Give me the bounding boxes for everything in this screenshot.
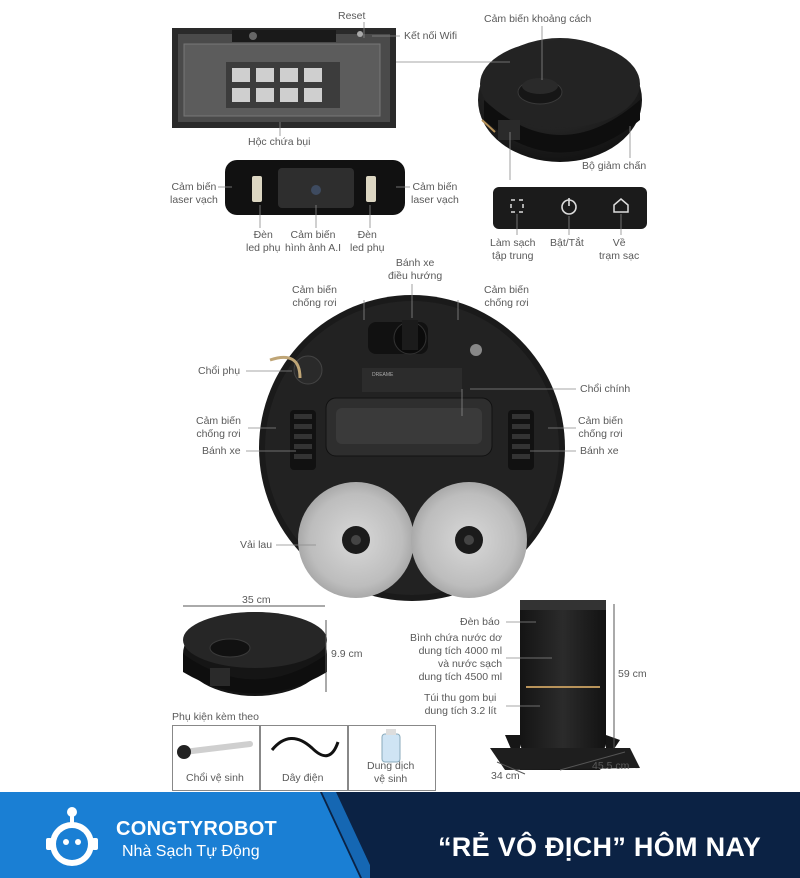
station-image [490, 600, 640, 770]
label-station-height: 59 cm [618, 668, 647, 680]
label-acc-cable: Dây điện [282, 772, 324, 784]
label-acc-brush: Chổi vệ sinh [186, 772, 244, 784]
label-station-width: 34 cm [491, 770, 520, 782]
label-wheel-left: Bánh xe [202, 445, 241, 457]
label-robot-width: 35 cm [242, 594, 271, 606]
laser-sensor-bar [225, 160, 405, 215]
robot-bottom-image: DREAME [259, 295, 565, 601]
brand-tagline: Nhà Sạch Tự Động [122, 843, 260, 860]
brand-name: CONGTYROBOT [116, 818, 278, 840]
dimension-lines [183, 604, 626, 775]
label-wheel-right: Bánh xe [580, 445, 619, 457]
label-mop: Vải lau [240, 539, 273, 551]
robot-top-image [478, 38, 642, 162]
accessories-title: Phụ kiện kèm theo [172, 711, 259, 723]
leader-lines [218, 22, 631, 707]
robot-side-image [183, 612, 327, 696]
label-dust-box: Hộc chứa bụi [248, 136, 311, 148]
accessory-cable-box [260, 725, 348, 791]
label-station-depth: 45.5 cm [592, 760, 630, 772]
label-main-brush: Chổi chính [580, 383, 631, 395]
label-wifi: Kết nối Wifi [404, 30, 458, 42]
label-reset: Reset [338, 10, 366, 22]
label-robot-height: 9.9 cm [331, 648, 363, 660]
promo-slogan: “RẺ VÔ ĐỊCH” HÔM NAY [438, 832, 762, 862]
svg-text:DREAME: DREAME [372, 372, 394, 378]
dust-box-image [172, 28, 396, 128]
control-panel [493, 187, 647, 229]
label-distance-sensor: Cảm biến khoảng cách [484, 13, 592, 25]
robot-logo-icon [46, 807, 98, 866]
label-power: Bật/Tắt [550, 237, 584, 249]
label-station-light: Đèn báo [460, 616, 500, 628]
label-bumper: Bộ giảm chấn [582, 160, 647, 172]
label-side-brush: Chổi phụ [198, 365, 241, 377]
